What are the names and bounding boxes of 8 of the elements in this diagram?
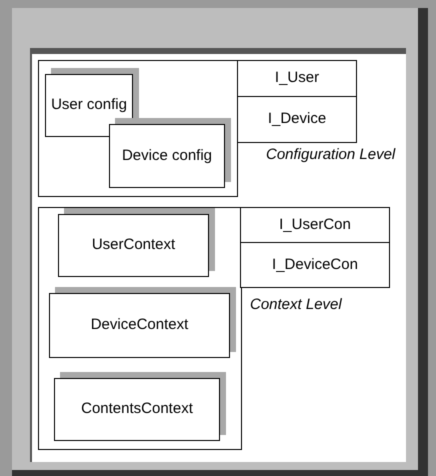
level-label: Configuration Level [266, 146, 396, 165]
interface-box: I_UserCon [240, 207, 390, 243]
level-container [38, 60, 238, 197]
level-label: Context Level [250, 296, 343, 315]
level-container [38, 207, 242, 450]
interface-box: I_Device [237, 96, 357, 143]
interface-box: I_DeviceCon [240, 242, 390, 288]
interface-box: I_User [237, 60, 357, 97]
